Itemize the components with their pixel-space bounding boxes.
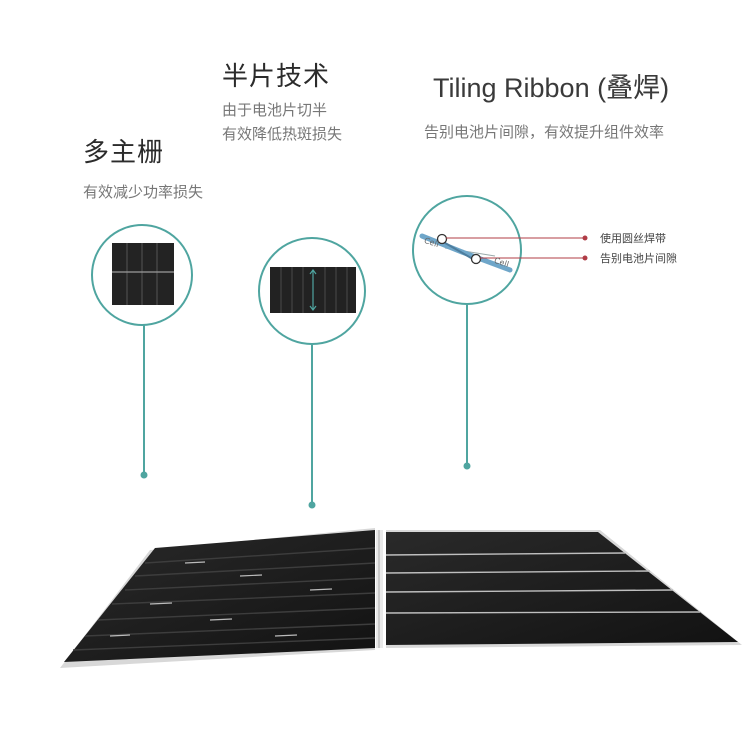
feature-title-half-cut: 半片技术: [222, 62, 331, 92]
solar-panel-left: [60, 528, 376, 668]
half-cut-detail-circle: [258, 237, 366, 345]
connector-lines: [143, 305, 468, 505]
feature-desc-tiling-ribbon: 告别电池片间隙，有效提升组件效率: [424, 123, 665, 141]
annotation-no-cell-gap: 告别电池片间隙: [600, 252, 677, 265]
feature-title-tiling-ribbon: Tiling Ribbon (叠焊): [433, 73, 670, 103]
feature-desc-multi-busbar: 有效减少功率损失: [83, 183, 204, 201]
annotation-round-wire-ribbon: 使用圆丝焊带: [600, 232, 666, 245]
multi-busbar-detail-circle: [91, 224, 193, 326]
feature-desc-half-cut-line1: 由于电池片切半: [222, 101, 328, 119]
tiling-ribbon-detail-circle: [412, 195, 588, 305]
connector-dots: [140, 462, 471, 509]
solar-panel-right: [385, 530, 742, 648]
feature-title-multi-busbar: 多主栅: [83, 138, 165, 168]
feature-desc-half-cut-line2: 有效降低热斑损失: [222, 125, 343, 143]
